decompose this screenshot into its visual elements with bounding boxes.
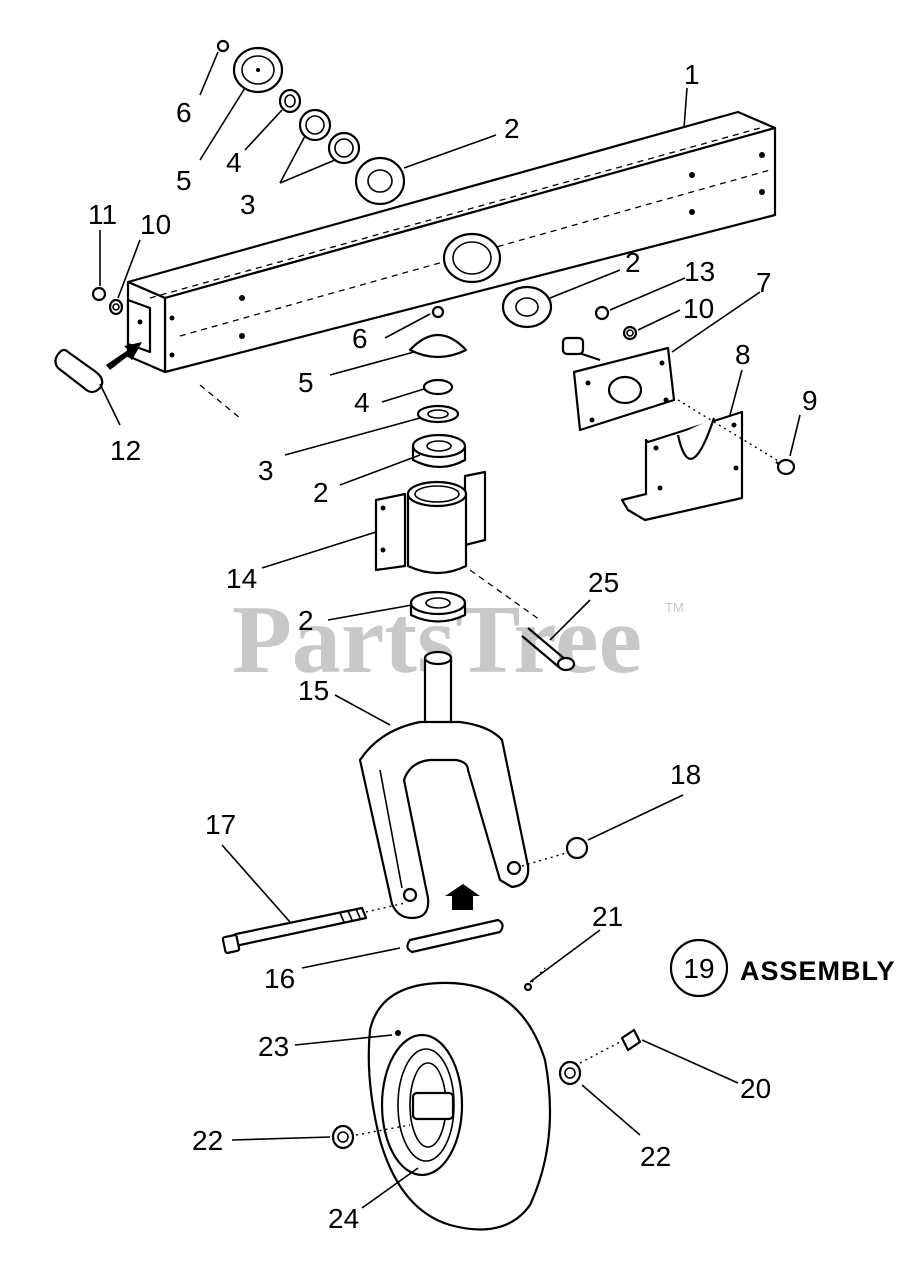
callout-4: 4 [226, 147, 242, 178]
part-nut-18 [521, 836, 589, 867]
part-bolt-25 [521, 627, 576, 672]
callout-23: 23 [258, 1031, 289, 1062]
callout-1: 1 [684, 59, 700, 90]
callout-16: 16 [264, 963, 295, 994]
part-bolt-17 [221, 902, 406, 955]
callout-9: 9 [802, 385, 818, 416]
callout-2: 2 [625, 247, 641, 278]
part-caster-fork [358, 650, 530, 920]
leader-lines [99, 51, 801, 1209]
assembly-label: ASSEMBLY [740, 956, 896, 986]
callout-15: 15 [298, 675, 329, 706]
callout-17: 17 [205, 809, 236, 840]
callout-4: 4 [354, 387, 370, 418]
part-pin-12 [54, 286, 142, 394]
part-top-bearing-set [216, 39, 502, 284]
callout-7: 7 [756, 267, 772, 298]
part-plate-bracket [561, 336, 676, 432]
part-center-bearing-stack [199, 305, 468, 469]
callout-labels: 1 2 3 4 5 6 2 13 10 7 8 9 11 10 12 6 5 4… [88, 59, 818, 1234]
callout-3: 3 [240, 189, 256, 220]
part-bolt-9 [677, 399, 796, 476]
part-sleeve-bracket [374, 470, 541, 621]
watermark-trademark: TM [665, 600, 684, 615]
callout-13: 13 [684, 256, 715, 287]
callout-3: 3 [258, 455, 274, 486]
callout-11: 11 [88, 199, 117, 230]
assembly-number-circle [669, 938, 729, 998]
callout-5: 5 [298, 367, 314, 398]
callout-22: 22 [640, 1141, 671, 1172]
callout-6: 6 [352, 323, 368, 354]
callout-14: 14 [226, 563, 257, 594]
callout-21: 21 [592, 901, 623, 932]
part-u-gusset [620, 410, 744, 522]
part-spacer-16 [406, 918, 504, 954]
callout-24: 24 [328, 1203, 359, 1234]
callout-5: 5 [176, 165, 192, 196]
callout-8: 8 [735, 339, 751, 370]
assembly-note: 19 ASSEMBLY [669, 938, 896, 998]
callout-6: 6 [176, 97, 192, 128]
callout-12: 12 [110, 435, 141, 466]
callout-10: 10 [683, 293, 714, 324]
callout-10: 10 [140, 209, 171, 240]
callout-25: 25 [588, 567, 619, 598]
part-nut-13-washer-10 [594, 305, 638, 341]
callout-2: 2 [313, 477, 329, 508]
part-lower-bearing [409, 590, 467, 623]
callout-2: 2 [504, 113, 520, 144]
callout-2: 2 [298, 605, 314, 636]
callout-18: 18 [670, 759, 701, 790]
callout-22: 22 [192, 1125, 223, 1156]
assembly-number: 19 [683, 953, 714, 984]
callout-20: 20 [740, 1073, 771, 1104]
part-wheel-assembly [331, 967, 642, 1231]
part-side-bearing [501, 285, 553, 329]
